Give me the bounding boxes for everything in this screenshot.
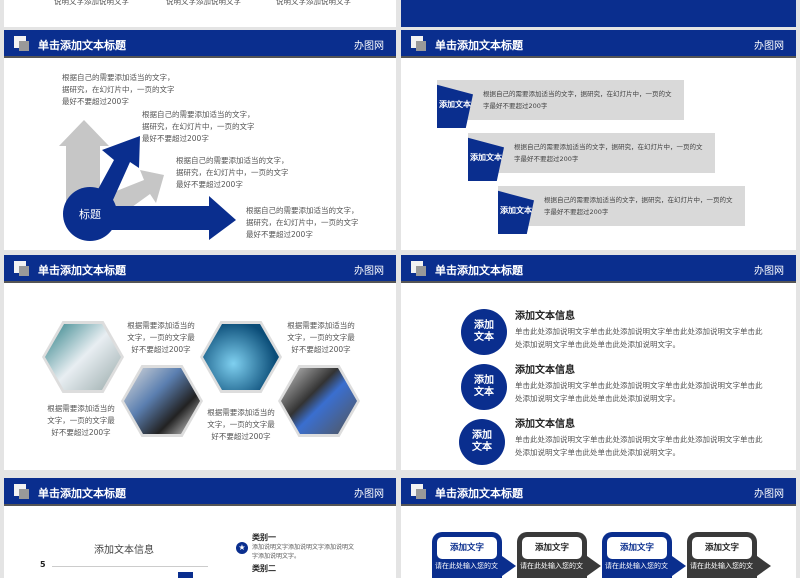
caption: 说明文字添加说明文字 [54, 0, 129, 6]
center-circle [63, 187, 117, 241]
blue-arrow-right [89, 196, 236, 240]
hex-text: 根据需要添加适当的文字，一页的文字最好不要超过200字 [127, 321, 195, 354]
info-item: 添加文本信息单击此处添加说明文字单击此处添加说明文字单击此处添加说明文字单击此处… [515, 415, 765, 459]
slide-title: 单击添加文本标题 [38, 487, 126, 500]
chart-title: 添加文本信息 [94, 545, 154, 556]
slide-header: 单击添加文本标题 办图网 [401, 30, 796, 58]
legend-text: 添加说明文字添加说明文字添加说明文字添加说明文字。 [252, 544, 355, 560]
step-bubble: 添加文字请在此处输入您的文 [517, 532, 601, 578]
slide-partial-left: 说明文字添加说明文字 说明文字添加说明文字 说明文字添加说明文字 [4, 0, 396, 27]
info-text: 单击此处添加说明文字单击此处添加说明文字单击此处添加说明文字单击此处添加说明文字… [515, 327, 763, 349]
step-bubble: 添加文字请在此处输入您的文 [687, 532, 771, 578]
logo-icon [14, 36, 29, 51]
logo-icon [411, 36, 426, 51]
info-text: 单击此处添加说明文字单击此处添加说明文字单击此处添加说明文字单击此处添加说明文字… [515, 381, 763, 403]
slide-hexagons[interactable]: 单击添加文本标题办图网 根据需要添加适当的文字，一页的文字最好不要超过200字 … [4, 255, 396, 470]
bar [178, 572, 193, 578]
tag-bar: 根据自己的需要添加适当的文字，据研究，在幻灯片中，一页的文字最好不要超过200字 [498, 186, 745, 226]
logo-icon [411, 484, 426, 499]
info-text: 单击此处添加说明文字单击此处添加说明文字单击此处添加说明文字单击此处添加说明文字… [515, 435, 763, 457]
photo-team [121, 365, 203, 437]
logo-icon [14, 261, 29, 276]
slide-title: 单击添加文本标题 [435, 264, 523, 277]
step-title: 添加文字 [607, 537, 667, 559]
step-text: 请在此处输入您的文 [520, 562, 583, 570]
slide-title: 单击添加文本标题 [435, 487, 523, 500]
slide-header: 单击添加文本标题 办图网 [401, 478, 796, 506]
slide-chart[interactable]: 单击添加文本标题 办图网 添加文本信息 5 ★ 类别一 添加说明文字添加说明文字添… [4, 478, 396, 578]
arrow-text: 根据自己的需要添加适当的文字， 据研究，在幻灯片中，一页的文字 最好不要超过20… [246, 206, 359, 239]
step-title: 添加文字 [522, 537, 582, 559]
info-title: 添加文本信息 [515, 365, 575, 376]
hex-text: 根据需要添加适当的文字，一页的文字最好不要超过200字 [287, 321, 355, 354]
slide-header: 单击添加文本标题 办图网 [401, 255, 796, 283]
photo-laptop [42, 321, 124, 393]
badge-circle: 添加 文本 [461, 364, 507, 410]
step-bubble: 添加文字请在此处输入您的文 [432, 532, 516, 578]
gridline [52, 566, 208, 567]
step-text: 请在此处输入您的文 [435, 562, 498, 570]
tag-bar: 根据自己的需要添加适当的文字，据研究，在幻灯片中，一页的文字最好不要超过200字 [437, 80, 684, 120]
slide-title: 单击添加文本标题 [435, 39, 523, 52]
info-title: 添加文本信息 [515, 419, 575, 430]
y-tick: 5 [40, 560, 46, 569]
badge-circle: 添加 文本 [459, 419, 505, 465]
logo-icon [411, 261, 426, 276]
brand: 办图网 [354, 266, 384, 277]
tag-bar: 根据自己的需要添加适当的文字，据研究，在幻灯片中，一页的文字最好不要超过200字 [468, 133, 715, 173]
info-item: 添加文本信息单击此处添加说明文字单击此处添加说明文字单击此处添加说明文字单击此处… [515, 361, 765, 405]
arrow-text: 根据自己的需要添加适当的文字， 据研究，在幻灯片中，一页的文字 最好不要超过20… [176, 156, 289, 189]
hex-text: 根据需要添加适当的文字，一页的文字最好不要超过200字 [47, 404, 115, 437]
legend-name: 类别一 [252, 533, 276, 542]
logo-icon [14, 484, 29, 499]
legend-name: 类别二 [252, 564, 276, 573]
slide-header: 单击添加文本标题 办图网 [4, 30, 396, 58]
badge-circle: 添加 文本 [461, 309, 507, 355]
arrows-diagram [59, 120, 236, 241]
step-bubble: 添加文字请在此处输入您的文 [602, 532, 686, 578]
slide-header: 单击添加文本标题 办图网 [4, 255, 396, 283]
brand: 办图网 [754, 266, 784, 277]
slide-circles[interactable]: 单击添加文本标题办图网 添加 文本 添加文本信息单击此处添加说明文字单击此处添加… [401, 255, 796, 470]
photo-tablet [200, 321, 282, 393]
slide-partial-right [401, 0, 796, 27]
slide-title: 单击添加文本标题 [38, 39, 126, 52]
info-title: 添加文本信息 [515, 311, 575, 322]
step-title: 添加文字 [692, 537, 752, 559]
caption: 说明文字添加说明文字 [166, 0, 241, 6]
star-icon: ★ [236, 542, 248, 554]
slide-header: 单击添加文本标题 办图网 [4, 478, 396, 506]
step-text: 请在此处输入您的文 [605, 562, 668, 570]
caption: 说明文字添加说明文字 [276, 0, 351, 6]
arrow-text: 根据自己的需要添加适当的文字， 据研究，在幻灯片中，一页的文字 最好不要超过20… [142, 110, 255, 143]
photo-phone [278, 365, 360, 437]
slide-bubbles[interactable]: 单击添加文本标题办图网 添加文字请在此处输入您的文 添加文字请在此处输入您的文 … [401, 478, 796, 578]
hex-text: 根据需要添加适当的文字，一页的文字最好不要超过200字 [207, 408, 275, 441]
step-title: 添加文字 [437, 537, 497, 559]
center-label: 标题 [79, 208, 101, 221]
brand: 办图网 [754, 41, 784, 52]
brand: 办图网 [754, 489, 784, 500]
slide-arrows[interactable]: 单击添加文本标题 办图网 标题 根据自己的需要添加适当的文字， 据研究，在幻灯片中… [4, 30, 396, 250]
slide-tags[interactable]: 单击添加文本标题 办图网 根据自己的需要添加适当的文字，据研究，在幻灯片中，一页的… [401, 30, 796, 250]
arrow-text: 根据自己的需要添加适当的文字， 据研究，在幻灯片中，一页的文字 最好不要超过20… [62, 73, 175, 106]
slide-title: 单击添加文本标题 [38, 264, 126, 277]
step-text: 请在此处输入您的文 [690, 562, 753, 570]
brand: 办图网 [354, 489, 384, 500]
brand: 办图网 [354, 41, 384, 52]
info-item: 添加文本信息单击此处添加说明文字单击此处添加说明文字单击此处添加说明文字单击此处… [515, 307, 765, 351]
